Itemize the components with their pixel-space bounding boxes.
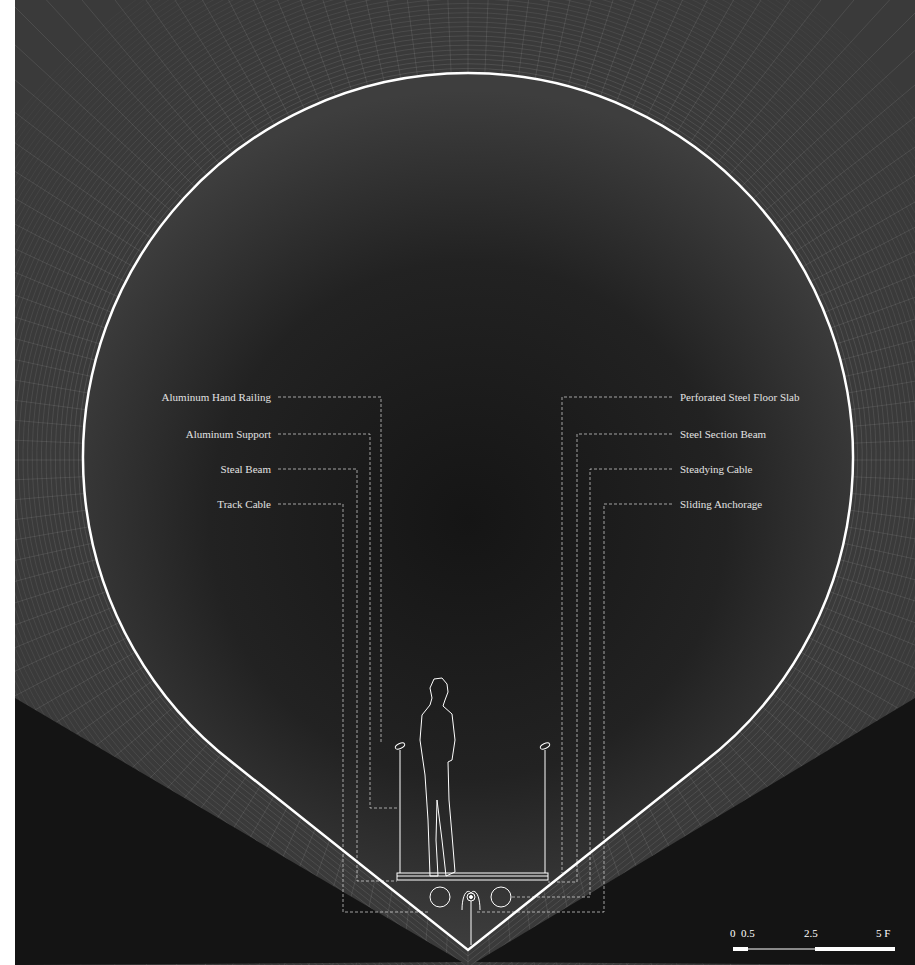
hatch-line [839,542,915,655]
hatch-line [0,0,250,149]
hatch-line [643,0,883,123]
hatch-line [534,0,624,86]
part-label: Steadying Cable [680,462,752,476]
hatch-line [0,0,224,169]
hatch-ring [4,0,915,965]
scale-number: 5 F [876,926,890,940]
scale-number: 2.5 [804,926,818,940]
hatch-line [779,0,915,242]
hatch-line [769,0,915,229]
hatch-line [52,0,292,123]
part-label: Track Cable [217,497,271,511]
hatch-line [848,421,915,444]
hatch-line [0,227,101,362]
hatch-line [312,0,402,86]
hatch-ring [9,0,915,965]
outer-ground [15,0,915,965]
hatch-line [842,304,915,394]
hatch-line [848,477,915,500]
hatch-line [518,0,586,83]
part-label: Aluminum Hand Railing [162,390,271,404]
person-figure [420,678,455,876]
hatch-line [848,460,915,461]
hatch-line [351,0,419,83]
hatch-line [812,80,915,300]
hatch-line [124,0,323,109]
hatch-line [613,0,812,109]
part-label: Steel Section Beam [680,427,766,441]
hatch-line [485,0,508,80]
hatch-line [845,343,915,411]
hatch-line [501,0,546,81]
hatch-line [672,0,915,140]
hatch-line [0,0,148,256]
walkway [394,742,550,945]
hatch-line [0,542,97,655]
part-label: Sliding Anchorage [680,497,762,511]
scale-bar [733,947,895,951]
part-label: Perforated Steel Floor Slab [680,390,799,404]
part-label: Steal Beam [221,462,271,476]
leader-lines [278,397,672,912]
part-label: Aluminum Support [186,427,271,441]
hatch-line [0,265,97,378]
hatch-line [390,0,435,81]
hatch-line [842,526,915,616]
hatch-line [429,0,452,80]
hatch-line [805,44,915,284]
scale-number: 0 [730,926,736,940]
hatch-line [468,0,469,80]
hatch-line [0,0,157,242]
hatch-line [0,460,88,461]
hatch-line [797,10,915,270]
hatch-ring [14,3,915,965]
hatch-line [847,382,915,427]
hatch-line [0,0,211,180]
scale-number: 0.5 [741,926,755,940]
hatch-line [725,0,915,180]
tunnel-outline [83,73,853,950]
hatch-line [0,510,91,578]
hatch-line [788,0,915,256]
